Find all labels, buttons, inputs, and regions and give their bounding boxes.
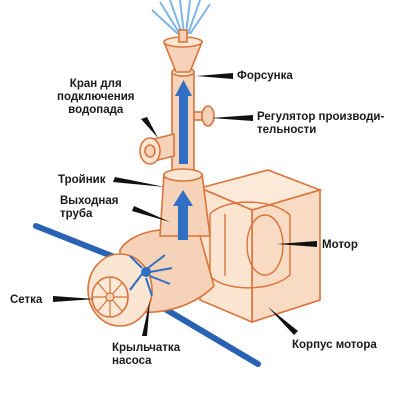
label-motor-housing: Корпус мотора <box>292 339 377 352</box>
label-outlet-pipe-line2: труба <box>60 208 93 220</box>
label-mesh: Сетка <box>10 294 42 307</box>
label-flow-regulator: Регулятор производи- тельности <box>257 111 384 137</box>
pointer-arrows <box>53 73 317 336</box>
label-nozzle-text: Форсунка <box>237 70 293 82</box>
motor-housing <box>197 169 323 324</box>
label-motor: Мотор <box>322 239 358 252</box>
label-mesh-text: Сетка <box>10 294 43 306</box>
label-waterfall-valve: Кран для подключения водопада <box>57 78 135 117</box>
label-waterfall-valve-line3: водопада <box>68 104 124 116</box>
label-motor-text: Мотор <box>322 239 358 251</box>
label-nozzle: Форсунка <box>237 70 293 83</box>
label-outlet-pipe-line1: Выходная <box>60 195 119 207</box>
mesh-grid <box>92 277 128 317</box>
label-flow-regulator-line1: Регулятор производи- <box>257 111 385 123</box>
label-tee-text: Тройник <box>58 174 106 186</box>
label-tee: Тройник <box>58 174 105 187</box>
label-impeller-line1: Крыльчатка <box>112 342 181 354</box>
pump-body <box>87 228 215 327</box>
label-waterfall-valve-line2: подключения <box>57 91 135 103</box>
regulator-knob <box>193 105 215 127</box>
label-waterfall-valve-line1: Кран для <box>69 78 122 90</box>
nozzle-shape <box>162 29 204 73</box>
motor-cylinder <box>209 201 291 289</box>
flow-arrows <box>173 80 193 240</box>
label-flow-regulator-line2: тельности <box>257 124 317 136</box>
label-impeller: Крыльчатка насоса <box>112 342 180 368</box>
label-outlet-pipe: Выходная труба <box>60 195 118 221</box>
impeller-blades <box>129 254 173 297</box>
label-impeller-line2: насоса <box>112 355 152 367</box>
label-motor-housing-text: Корпус мотора <box>292 339 377 351</box>
valve-shape <box>139 132 175 165</box>
water-spray <box>151 0 211 35</box>
